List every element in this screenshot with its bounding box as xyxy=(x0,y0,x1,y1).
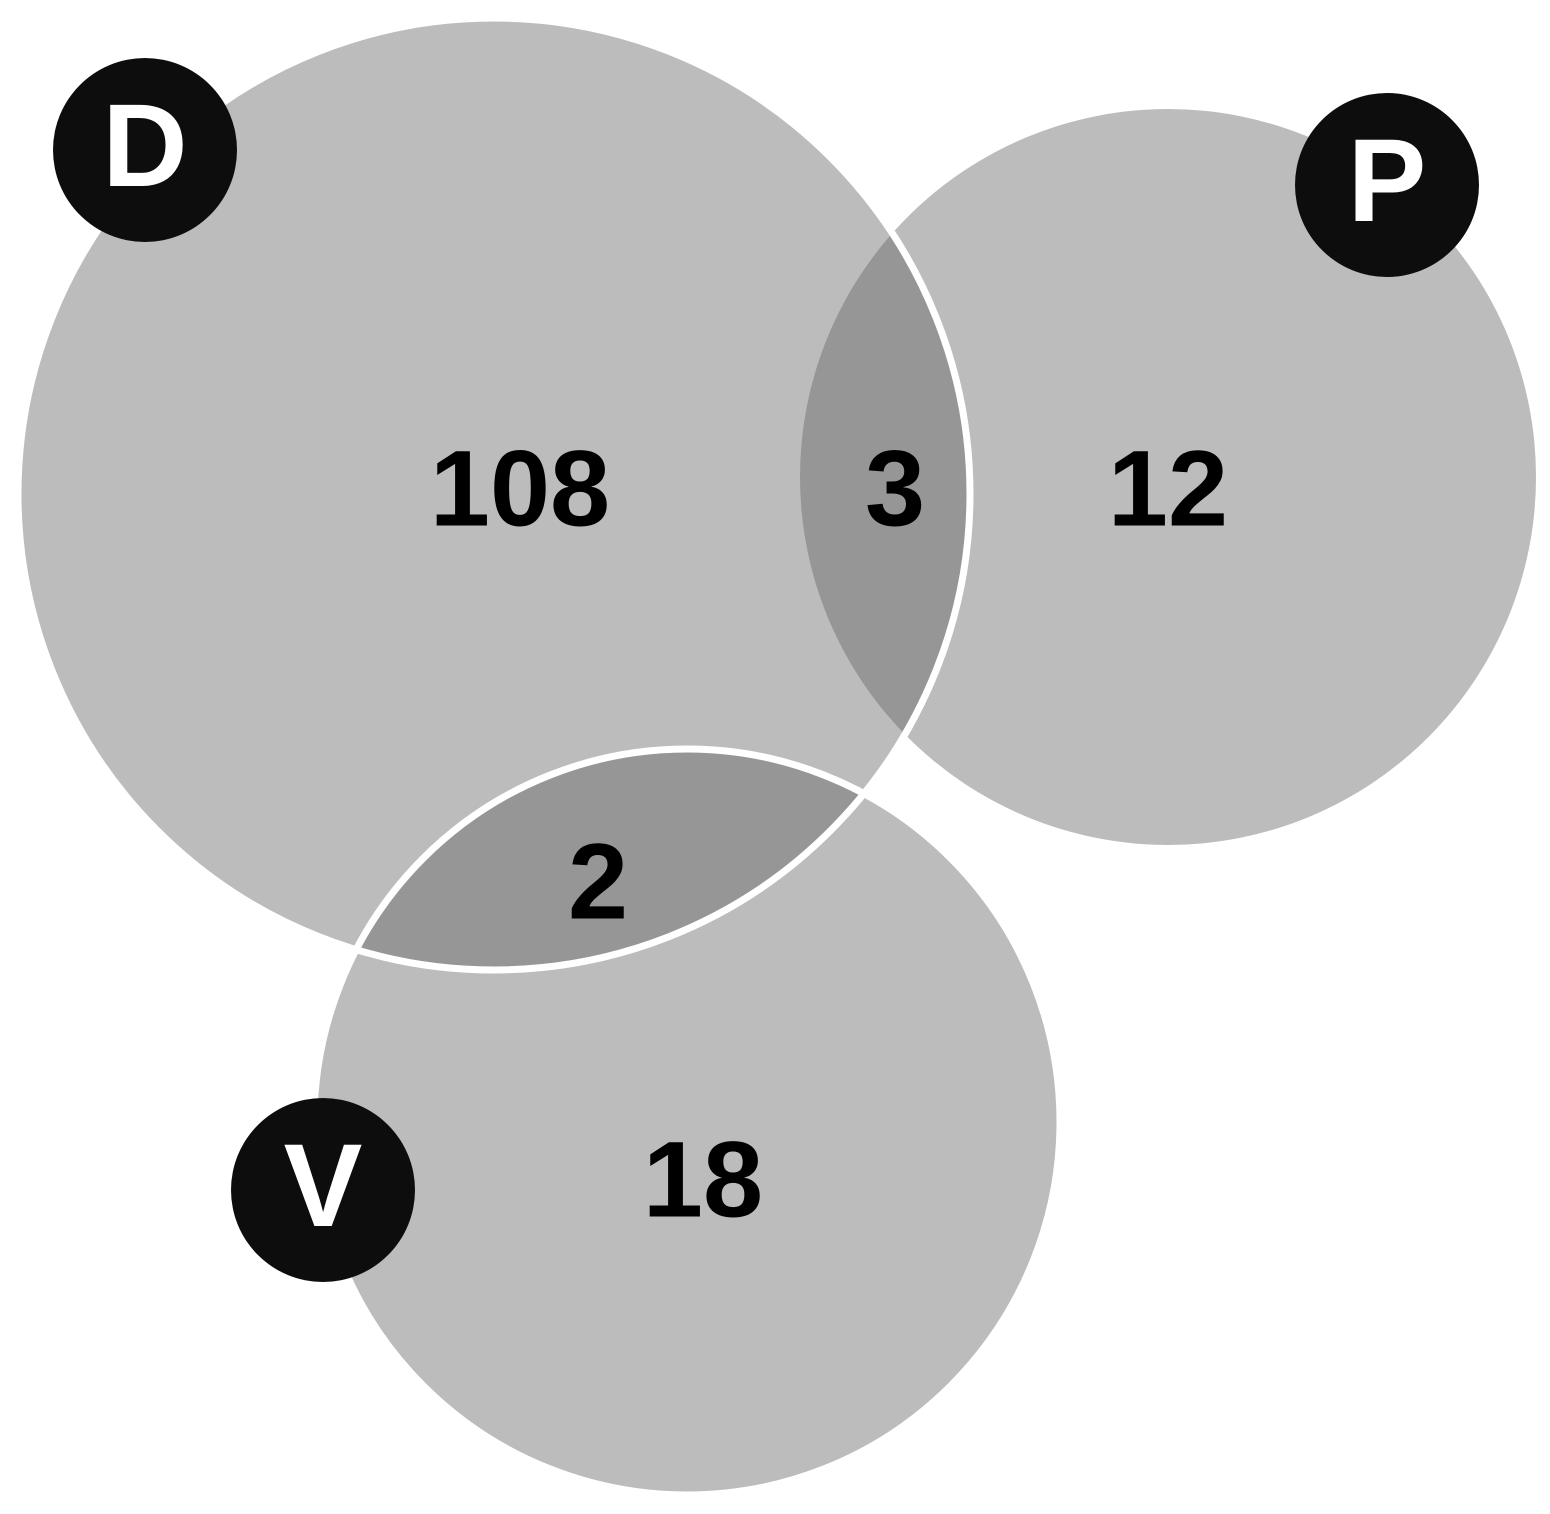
set-badges: D P V xyxy=(53,58,1479,1282)
region-count-d-only: 108 xyxy=(430,428,610,549)
region-count-v-only: 18 xyxy=(643,1119,763,1240)
region-count-d-v: 2 xyxy=(568,821,628,942)
set-circle-D[interactable] xyxy=(18,18,970,970)
set-discs xyxy=(18,18,1536,1495)
set-badge-circle-D xyxy=(53,58,237,242)
set-badge-label-V: V xyxy=(284,1120,363,1252)
set-badge-circle-P xyxy=(1295,93,1479,277)
region-counts: 108 3 12 2 18 xyxy=(430,428,1228,1240)
set-badge-circle-V xyxy=(231,1098,415,1282)
set-badge-D[interactable]: D xyxy=(53,58,237,242)
set-badge-P[interactable]: P xyxy=(1295,93,1479,277)
region-count-p-only: 12 xyxy=(1108,428,1228,549)
set-circle-P[interactable] xyxy=(800,109,1536,845)
set-badge-label-P: P xyxy=(1348,115,1427,247)
set-outline-D xyxy=(14,14,974,974)
set-badge-label-D: D xyxy=(102,80,187,212)
set-badge-V[interactable]: V xyxy=(231,1098,415,1282)
region-count-d-p: 3 xyxy=(865,428,925,549)
